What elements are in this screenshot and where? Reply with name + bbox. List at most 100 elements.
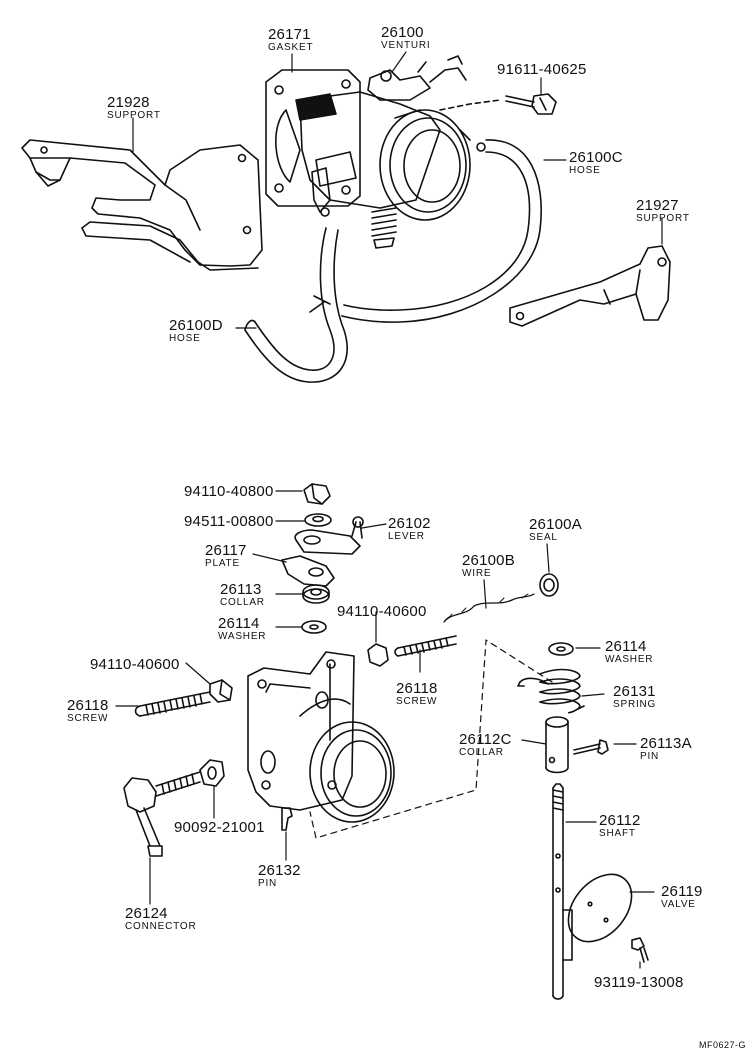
venturi-26100 (295, 55, 486, 249)
part-name: SCREW (396, 696, 438, 707)
label-94511-00800: 94511-00800 (184, 514, 274, 530)
part-name: SPRING (613, 699, 657, 710)
label-26100C: 26100C HOSE (569, 150, 623, 176)
nut-90092-21001 (199, 759, 225, 787)
part-name: LEVER (388, 531, 425, 542)
part-number: 90092-21001 (174, 819, 265, 836)
spring-26131 (517, 668, 585, 714)
throttle-body (247, 651, 395, 823)
support-bracket-21927 (509, 245, 671, 327)
part-number: 26117 (205, 542, 247, 559)
connector-26124 (123, 771, 201, 857)
pin-26113A (573, 739, 609, 755)
label-21928: 21928 SUPPORT (107, 95, 161, 121)
plate-26117 (281, 555, 335, 587)
label-26171: 26171 GASKET (268, 27, 313, 53)
part-number: 26100D (169, 317, 223, 334)
label-26118-left: 26118 SCREW (67, 698, 109, 724)
part-name: HOSE (169, 333, 201, 344)
part-name: HOSE (569, 165, 601, 176)
part-number: 94110-40600 (90, 656, 180, 673)
label-26100D: 26100D HOSE (169, 318, 223, 344)
part-number: 26112C (459, 731, 512, 748)
part-name: WASHER (605, 654, 654, 665)
pin-26132 (281, 807, 293, 831)
part-number: 26100A (529, 516, 582, 533)
part-number: 26132 (258, 862, 301, 879)
part-number: 26119 (661, 883, 703, 900)
part-name: COLLAR (459, 747, 504, 758)
collar-26113 (302, 584, 330, 604)
lever-26102 (294, 516, 364, 555)
part-number: 26102 (388, 515, 431, 532)
seal-26100A (539, 573, 559, 597)
label-26113A: 26113A PIN (640, 736, 692, 762)
part-number: 26112 (599, 812, 641, 829)
part-name: PLATE (205, 558, 240, 569)
part-number: 94511-00800 (184, 513, 274, 530)
part-number: 26171 (268, 26, 311, 43)
label-26100B: 26100B WIRE (462, 553, 515, 579)
label-26113: 26113 COLLAR (220, 582, 265, 608)
label-21927: 21927 SUPPORT (636, 198, 690, 224)
part-name: SHAFT (599, 828, 636, 839)
leader-lines (115, 51, 663, 969)
label-26114-left: 26114 WASHER (218, 616, 266, 642)
label-26131: 26131 SPRING (613, 684, 656, 710)
part-number: 21928 (107, 94, 150, 111)
nut-94110-40800 (303, 483, 331, 505)
wire-26100B (443, 593, 535, 623)
label-26100: 26100 VENTURI (381, 25, 431, 51)
label-94110-40600-lower: 94110-40600 (90, 657, 180, 673)
gasket-26171 (265, 69, 361, 207)
part-number: 26113 (220, 581, 262, 598)
part-name: PIN (640, 751, 660, 762)
valve-26119 (567, 873, 633, 943)
part-number: 94110-40800 (184, 483, 274, 500)
label-93119-13008: 93119-13008 (594, 975, 684, 991)
label-26124: 26124 CONNECTOR (125, 906, 196, 932)
label-94110-40600-upper: 94110-40600 (337, 604, 427, 620)
part-number: 26124 (125, 905, 168, 922)
hose-26100C (341, 139, 542, 323)
part-name: VALVE (661, 899, 696, 910)
label-26102: 26102 LEVER (388, 516, 431, 542)
label-26117: 26117 PLATE (205, 543, 247, 569)
part-number: 26114 (218, 615, 260, 632)
part-number: 26114 (605, 638, 647, 655)
label-26132: 26132 PIN (258, 863, 301, 889)
bolt-91611-40625 (439, 93, 557, 115)
washer-94511-00800 (304, 513, 332, 527)
label-26118-right: 26118 SCREW (396, 681, 438, 707)
support-bracket-21928 (21, 139, 263, 271)
part-name: COLLAR (220, 597, 265, 608)
label-91611-40625: 91611-40625 (497, 62, 587, 78)
part-name: PIN (258, 878, 278, 889)
part-number: 91611-40625 (497, 61, 587, 78)
part-name: SEAL (529, 532, 558, 543)
part-name: SUPPORT (107, 110, 161, 121)
part-number: 26100 (381, 24, 424, 41)
nut-94110-40600-lower (209, 679, 233, 703)
screw-26118-right (394, 635, 457, 657)
label-26100A: 26100A SEAL (529, 517, 582, 543)
label-26119: 26119 VALVE (661, 884, 703, 910)
label-26112: 26112 SHAFT (599, 813, 641, 839)
venturi-spring (371, 207, 397, 249)
part-number: 26100B (462, 552, 515, 569)
part-name: WASHER (218, 631, 267, 642)
nut-94110-40600-upper (367, 643, 389, 667)
assembly-guide-line (309, 639, 553, 839)
part-number: 26118 (67, 697, 109, 714)
part-number: 94110-40600 (337, 603, 427, 620)
part-name: WIRE (462, 568, 492, 579)
label-90092-21001: 90092-21001 (174, 820, 265, 836)
hose-26100D (244, 227, 348, 383)
part-name: GASKET (268, 42, 314, 53)
drawing-code: MF0627-G (698, 1040, 746, 1050)
part-number: 26100C (569, 149, 623, 166)
screw-26118-left (134, 691, 211, 717)
part-number: 21927 (636, 197, 679, 214)
part-number: 93119-13008 (594, 974, 684, 991)
shaft-26112 (552, 783, 573, 1000)
